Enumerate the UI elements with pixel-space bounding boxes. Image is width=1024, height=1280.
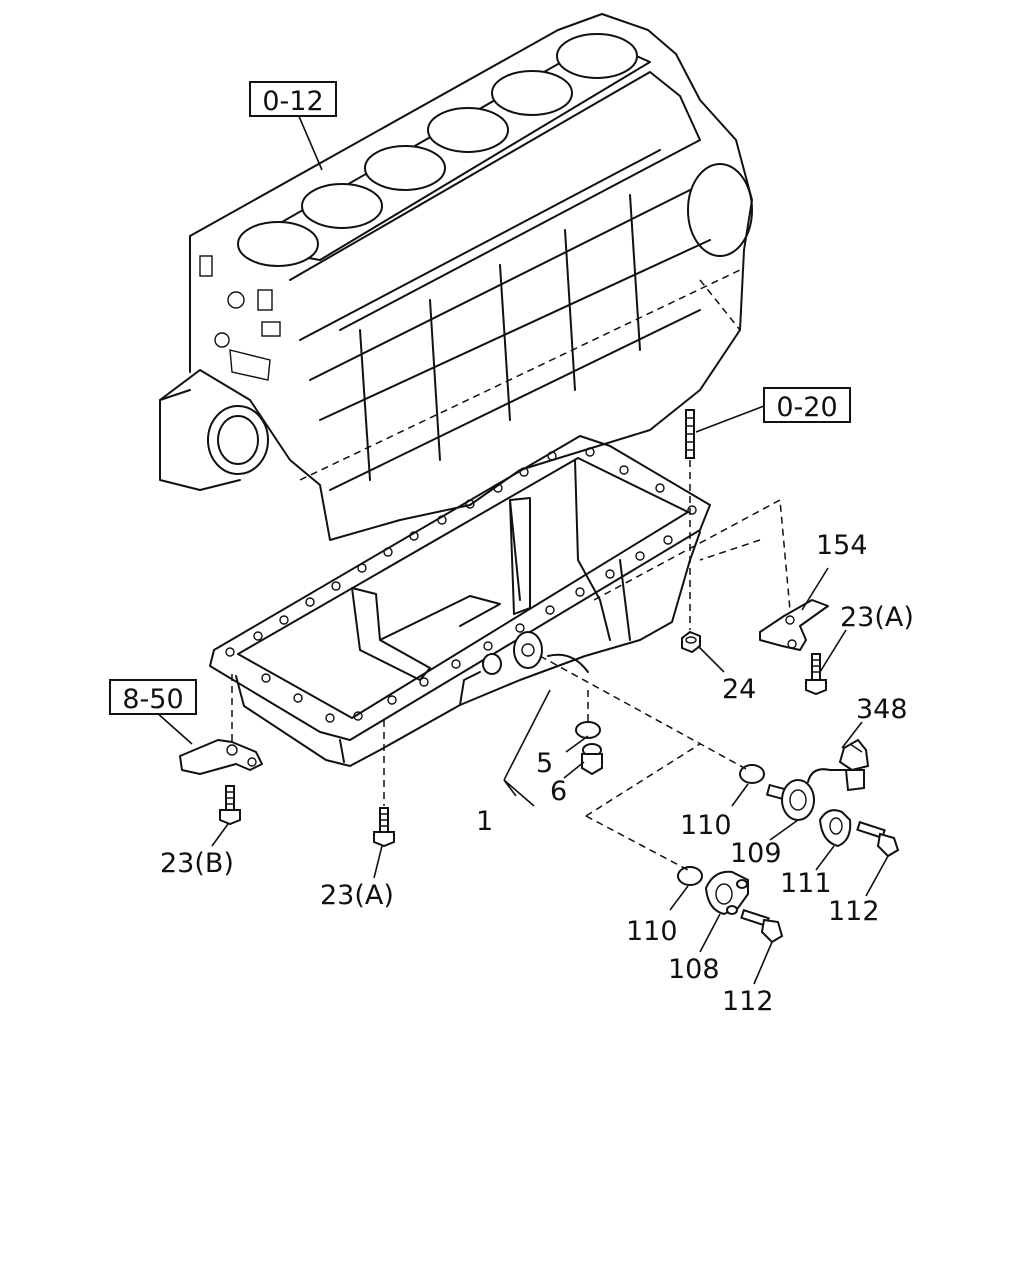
- bolt-23a-right: [805, 653, 827, 696]
- label-23a-left: 23(A): [320, 880, 394, 911]
- label-112-lower: 112: [722, 986, 774, 1017]
- reference-box-0-12: 0-12: [249, 81, 337, 117]
- label-112-right: 112: [828, 896, 880, 927]
- label-110-upper: 110: [680, 810, 732, 841]
- bracket-8-50: [179, 739, 263, 775]
- label-1: 1: [476, 806, 493, 837]
- cover-108: [704, 870, 749, 916]
- bolt-23a-left: [373, 807, 395, 848]
- ref-label-0-20: 0-20: [776, 392, 837, 423]
- label-23a-right: 23(A): [840, 602, 914, 633]
- leader-lines: [155, 113, 889, 985]
- oring-5: [575, 721, 601, 739]
- bolt-112-lower: [740, 908, 784, 944]
- label-154: 154: [816, 530, 868, 561]
- label-111: 111: [780, 868, 832, 899]
- label-109: 109: [730, 838, 782, 869]
- drain-plug-6: [581, 743, 603, 776]
- bolt-112-right: [856, 820, 900, 858]
- part-labels: 154 23(A) 24 348 5 6 1 110 109 111 112 1…: [160, 530, 914, 1017]
- oil-pan: [209, 435, 711, 767]
- label-23b: 23(B): [160, 848, 234, 879]
- reference-box-0-20: 0-20: [763, 387, 851, 423]
- ref-label-8-50: 8-50: [122, 684, 183, 715]
- ref-label-0-12: 0-12: [262, 86, 323, 117]
- connector-348: [838, 738, 870, 792]
- oring-110-lower: [677, 866, 703, 886]
- reference-box-8-50: 8-50: [109, 679, 197, 715]
- sensor-109: [765, 768, 847, 821]
- bolt-23b: [219, 785, 241, 826]
- stud: [685, 409, 695, 459]
- cylinder-block: [159, 13, 753, 541]
- clamp-111: [818, 809, 852, 848]
- nut-24: [681, 630, 701, 654]
- label-108: 108: [668, 954, 720, 985]
- bracket-154: [759, 599, 829, 651]
- oring-110-upper: [739, 764, 765, 784]
- flange-bolt-holes: [225, 447, 697, 723]
- label-110-lower: 110: [626, 916, 678, 947]
- label-5: 5: [536, 748, 553, 779]
- label-6: 6: [550, 776, 567, 807]
- alignment-lines: [231, 460, 791, 871]
- label-348: 348: [856, 694, 908, 725]
- label-24: 24: [722, 674, 756, 705]
